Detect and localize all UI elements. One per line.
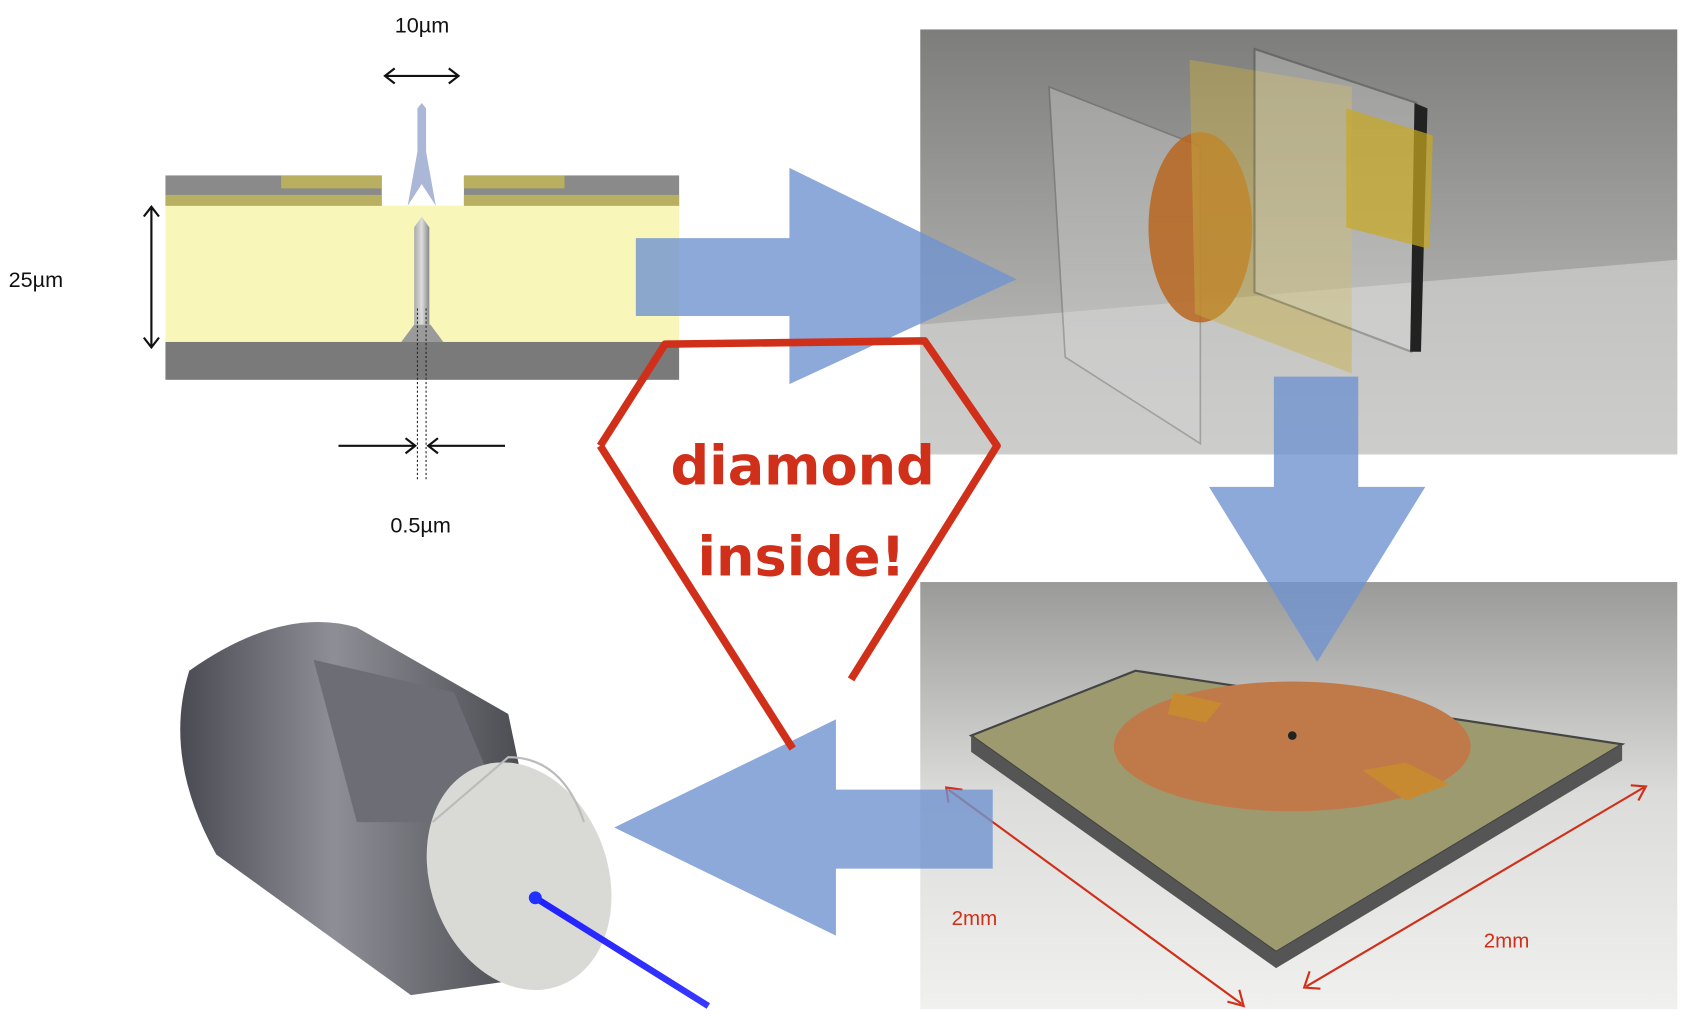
width-dimension-label: 2mm — [952, 907, 998, 930]
dimension-arrows — [142, 67, 506, 455]
flow-arrows — [614, 167, 1426, 936]
diamond-outline — [596, 337, 1001, 751]
pinhole-channel — [414, 216, 430, 325]
depth-dimension-label: 2mm — [1484, 930, 1530, 953]
diamond-callout: diamond inside! — [596, 337, 1001, 751]
arrow-down — [1209, 376, 1426, 663]
exploded-assembly-render — [920, 29, 1678, 455]
substrate-layer — [165, 341, 680, 380]
dimension-arrows-mm — [944, 784, 1648, 1008]
emission-arrow — [407, 102, 436, 206]
top-width-label: 10µm — [395, 13, 450, 38]
arrow-right — [635, 167, 1017, 385]
bnc-connector-render — [180, 622, 711, 1009]
callout-line1: diamond — [670, 435, 934, 498]
assembled-chip-render: 2mm 2mm — [920, 582, 1678, 1010]
callout-line2: inside! — [698, 526, 906, 589]
pinhole-width-label: 0.5µm — [390, 512, 451, 537]
arrow-left — [614, 719, 993, 936]
laser-beam — [533, 895, 711, 1009]
cross-section-schematic: 10µm 25µm 0.5µm — [9, 13, 680, 537]
thickness-label: 25µm — [9, 267, 63, 292]
